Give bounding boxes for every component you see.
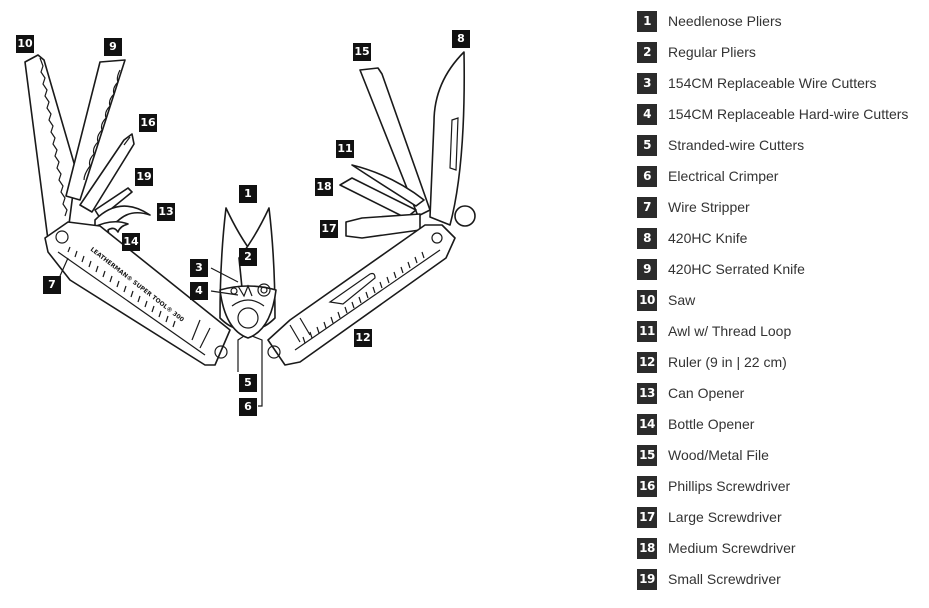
legend-label: Electrical Crimper (668, 168, 779, 184)
saw-blade (24, 54, 77, 241)
legend-item: 7 Wire Stripper (637, 196, 750, 218)
small-screwdriver (94, 187, 133, 219)
legend-item: 2 Regular Pliers (637, 41, 756, 63)
legend-label: Ruler (9 in | 22 cm) (668, 354, 787, 370)
legend-label: Wood/Metal File (668, 447, 769, 463)
callout-9: 9 (104, 38, 122, 56)
legend-item: 4 154CM Replaceable Hard-wire Cutters (637, 103, 908, 125)
callout-10: 10 (16, 35, 34, 53)
phillips-screwdriver (79, 133, 135, 213)
multitool-diagram: LEATHERMAN® SUPER TOOL® 300 (16, 30, 476, 416)
multitool-illustration: LEATHERMAN® SUPER TOOL® 300 (24, 51, 476, 407)
legend-number-badge: 14 (637, 413, 657, 435)
legend-item: 1 Needlenose Pliers (637, 10, 782, 32)
legend-item: 12 Ruler (9 in | 22 cm) (637, 351, 787, 373)
legend-label: Awl w/ Thread Loop (668, 323, 792, 339)
callout-12: 12 (354, 329, 372, 347)
legend-number-badge: 8 (637, 227, 657, 249)
legend-number-badge: 2 (637, 41, 657, 63)
legend-label: 154CM Replaceable Wire Cutters (668, 75, 877, 91)
callout-8: 8 (452, 30, 470, 48)
legend-number-badge: 4 (637, 103, 657, 125)
legend-label: Needlenose Pliers (668, 13, 782, 29)
callout-4: 4 (190, 282, 208, 300)
legend-number-badge: 18 (637, 537, 657, 559)
legend-label: 420HC Knife (668, 230, 748, 246)
legend-item: 11 Awl w/ Thread Loop (637, 320, 791, 342)
right-handle-body (267, 224, 456, 366)
legend-number-badge: 7 (637, 196, 657, 218)
legend-label: Phillips Screwdriver (668, 478, 791, 494)
legend-number-badge: 19 (637, 568, 657, 590)
medium-screwdriver (339, 177, 417, 219)
legend-item: 8 420HC Knife (637, 227, 747, 249)
callout-15: 15 (353, 43, 371, 61)
callout-11: 11 (336, 140, 354, 158)
legend-number-badge: 3 (637, 72, 657, 94)
callout-5: 5 (239, 374, 257, 392)
callout-17: 17 (320, 220, 338, 238)
legend-number-badge: 5 (637, 134, 657, 156)
legend-item: 14 Bottle Opener (637, 413, 754, 435)
legend-label: Medium Screwdriver (668, 540, 796, 556)
legend-label: Stranded-wire Cutters (668, 137, 805, 153)
legend-item: 15 Wood/Metal File (637, 444, 769, 466)
legend-number-badge: 15 (637, 444, 657, 466)
legend-item: 17 Large Screwdriver (637, 506, 782, 528)
callout-3: 3 (190, 259, 208, 277)
callout-6: 6 (239, 398, 257, 416)
legend-item: 10 Saw (637, 289, 695, 311)
legend-item: 5 Stranded-wire Cutters (637, 134, 804, 156)
legend-number-badge: 13 (637, 382, 657, 404)
callout-19: 19 (135, 168, 153, 186)
callout-18: 18 (315, 178, 333, 196)
legend-item: 3 154CM Replaceable Wire Cutters (637, 72, 877, 94)
legend-label: Bottle Opener (668, 416, 755, 432)
legend-number-badge: 9 (637, 258, 657, 280)
legend-item: 16 Phillips Screwdriver (637, 475, 790, 497)
legend-number-badge: 17 (637, 506, 657, 528)
legend-label: Large Screwdriver (668, 509, 782, 525)
callout-13: 13 (157, 203, 175, 221)
legend-item: 13 Can Opener (637, 382, 744, 404)
serrated-knife-blade (65, 59, 126, 201)
callout-1: 1 (239, 185, 257, 203)
legend-number-badge: 1 (637, 10, 657, 32)
legend-number-badge: 12 (637, 351, 657, 373)
legend-number-badge: 11 (637, 320, 657, 342)
legend-label: Can Opener (668, 385, 745, 401)
legend-item: 9 420HC Serrated Knife (637, 258, 805, 280)
legend-number-badge: 16 (637, 475, 657, 497)
legend-label: 420HC Serrated Knife (668, 261, 805, 277)
legend-label: Small Screwdriver (668, 571, 781, 587)
callout-7: 7 (43, 276, 61, 294)
left-handle-body: LEATHERMAN® SUPER TOOL® 300 (44, 221, 231, 366)
legend-item: 18 Medium Screwdriver (637, 537, 796, 559)
legend-item: 19 Small Screwdriver (637, 568, 781, 590)
callout-2: 2 (239, 248, 257, 266)
left-handle: LEATHERMAN® SUPER TOOL® 300 (24, 54, 231, 366)
legend-label: 154CM Replaceable Hard-wire Cutters (668, 106, 909, 122)
legend-label: Saw (668, 292, 696, 308)
right-handle (267, 51, 476, 366)
legend-label: Regular Pliers (668, 44, 756, 60)
large-screwdriver (345, 213, 421, 239)
callout-leaders (59, 257, 263, 407)
pliers-head (219, 207, 277, 339)
legend-number-badge: 10 (637, 289, 657, 311)
awl (351, 164, 425, 207)
legend-item: 6 Electrical Crimper (637, 165, 778, 187)
knife-blade (429, 51, 466, 226)
legend-label: Wire Stripper (668, 199, 750, 215)
callout-14: 14 (122, 233, 140, 251)
legend-number-badge: 6 (637, 165, 657, 187)
callout-16: 16 (139, 114, 157, 132)
